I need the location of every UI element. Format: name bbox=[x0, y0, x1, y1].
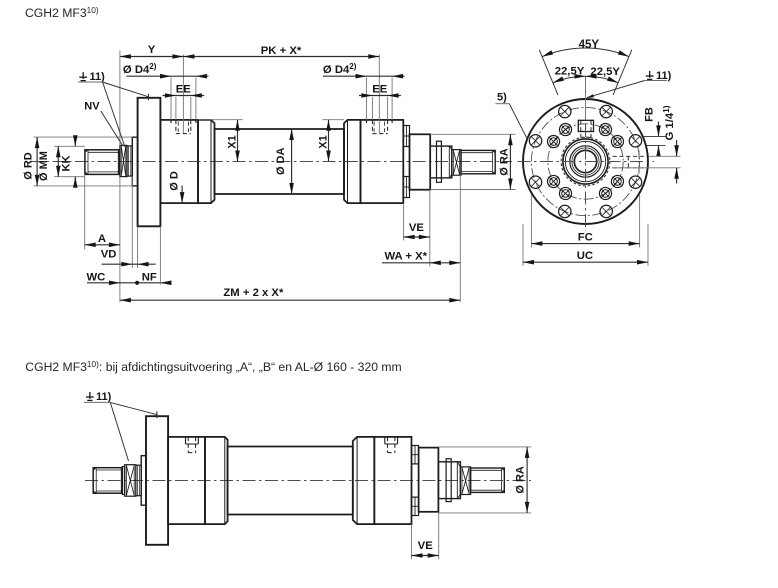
svg-text:Ø MM: Ø MM bbox=[38, 151, 50, 181]
svg-text:A: A bbox=[98, 233, 106, 245]
svg-text:FB: FB bbox=[643, 107, 655, 122]
svg-text:ZM + 2 x X*: ZM + 2 x X* bbox=[223, 287, 284, 299]
svg-text:Y: Y bbox=[148, 44, 156, 56]
svg-text:WA + X*: WA + X* bbox=[385, 250, 428, 262]
svg-text:11): 11) bbox=[96, 391, 112, 403]
svg-text:FC: FC bbox=[578, 232, 593, 244]
svg-text:EE: EE bbox=[176, 83, 192, 95]
svg-text:Ø D42): Ø D42) bbox=[323, 62, 357, 76]
svg-text:EE: EE bbox=[372, 83, 388, 95]
svg-text:VE: VE bbox=[409, 222, 425, 234]
svg-text:Ø RA: Ø RA bbox=[515, 466, 527, 494]
svg-text:X1: X1 bbox=[226, 135, 238, 148]
svg-text:NV: NV bbox=[84, 101, 100, 113]
svg-text:22,5Y: 22,5Y bbox=[555, 65, 585, 77]
svg-text:Ø D: Ø D bbox=[169, 171, 181, 191]
svg-text:NF: NF bbox=[142, 272, 157, 284]
svg-text:Ø RD: Ø RD bbox=[23, 152, 35, 180]
svg-text:KK: KK bbox=[61, 156, 73, 172]
svg-text:Ø DA: Ø DA bbox=[275, 147, 287, 175]
svg-text:11): 11) bbox=[90, 71, 106, 83]
svg-text:X1: X1 bbox=[317, 135, 329, 148]
svg-text:Ø D42): Ø D42) bbox=[123, 62, 157, 76]
svg-text:G 1/41): G 1/41) bbox=[661, 105, 676, 140]
svg-text:VD: VD bbox=[101, 249, 117, 261]
svg-text:5): 5) bbox=[497, 92, 507, 104]
svg-text:CGH2 MF310): CGH2 MF310) bbox=[25, 5, 99, 20]
svg-text:Ø RA: Ø RA bbox=[498, 148, 510, 176]
svg-text:22,5Y: 22,5Y bbox=[590, 66, 620, 78]
svg-text:CGH2 MF310): bij afdichtingsui: CGH2 MF310): bij afdichtingsuitvoering „… bbox=[25, 359, 401, 374]
svg-text:45Y: 45Y bbox=[579, 39, 600, 51]
svg-text:WC: WC bbox=[86, 272, 105, 284]
svg-text:PK + X*: PK + X* bbox=[261, 45, 302, 57]
svg-text:11): 11) bbox=[656, 70, 672, 82]
svg-text:UC: UC bbox=[577, 250, 593, 262]
svg-text:VE: VE bbox=[418, 540, 434, 552]
